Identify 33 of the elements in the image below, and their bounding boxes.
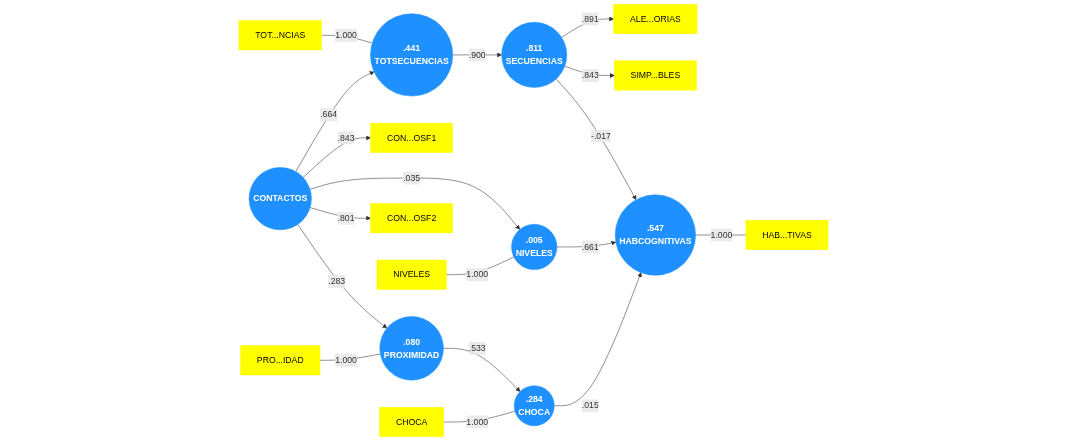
edge-label: .661 xyxy=(581,242,599,252)
edge-label: 1.000 xyxy=(466,269,489,280)
node-box: ALE...ORIAS xyxy=(613,4,698,34)
edge-label: 1.000 xyxy=(335,355,357,365)
node-circle: .005 NIVELES xyxy=(511,224,558,270)
node-box: NIVELES xyxy=(376,259,447,290)
node-box: HAB...TIVAS xyxy=(745,220,829,250)
node-box: PRO...IDAD xyxy=(240,345,321,376)
edge-label: .035 xyxy=(403,173,421,183)
edge-label: 1.000 xyxy=(710,230,733,240)
edge-label: .843 xyxy=(337,132,355,143)
node-circle: CONTACTOS xyxy=(248,167,312,231)
edge-label: .801 xyxy=(337,213,355,223)
edge-label: -.017 xyxy=(591,131,611,141)
edge-label: .843 xyxy=(581,70,599,80)
edge-label: .891 xyxy=(581,14,599,24)
edge-label: .900 xyxy=(468,50,486,60)
node-box: TOT...NCIAS xyxy=(238,20,322,51)
edge-label: .283 xyxy=(328,276,346,286)
node-box: CHOCA xyxy=(379,407,444,437)
node-box: SIMP...BLES xyxy=(614,60,697,91)
edge-label: .015 xyxy=(581,400,599,411)
node-circle: .284 CHOCA xyxy=(513,385,555,426)
node-circle: .811 SECUENCIAS xyxy=(501,22,568,88)
node-circle: .080 PROXIMIDAD xyxy=(379,316,444,381)
node-box: CON...OSF1 xyxy=(370,122,453,153)
node-circle: .547 HABCOGNITIVAS xyxy=(614,194,696,276)
node-circle: .441 TOTSECUENCIAS xyxy=(370,13,454,97)
edge-label: .664 xyxy=(320,109,338,120)
edge-label: .533 xyxy=(468,343,486,353)
edge-label: 1.000 xyxy=(466,417,489,427)
edge-label: 1.000 xyxy=(335,30,357,40)
node-box: CON...OSF2 xyxy=(370,203,453,234)
